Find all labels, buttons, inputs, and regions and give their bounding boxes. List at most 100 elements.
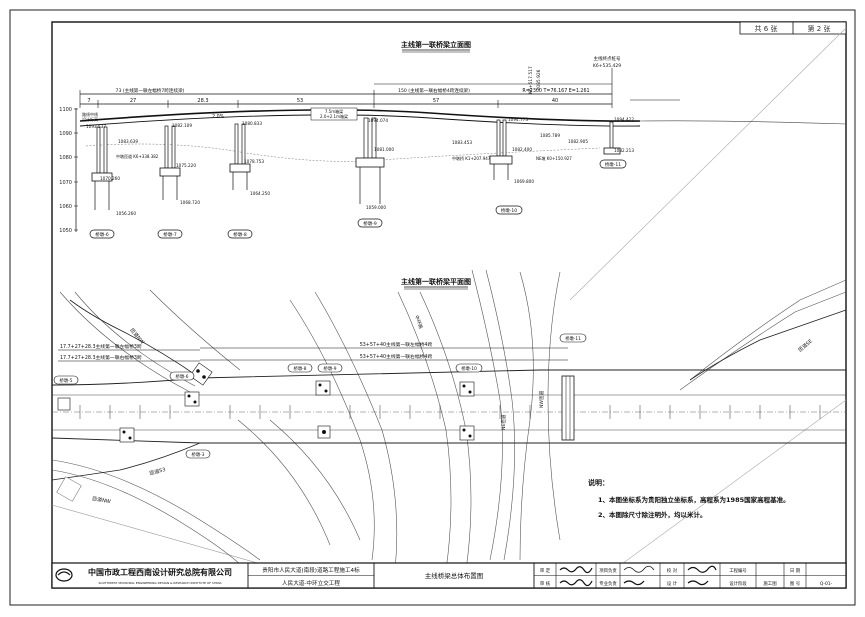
- company-name: 中国市政工程西南设计研究总院有限公司: [88, 567, 232, 577]
- level-label: 1082.109: [172, 123, 192, 128]
- span-value: 40: [552, 98, 558, 104]
- pier-footprint: [184, 391, 200, 407]
- pier-tag-label: 桥墩-8: [233, 231, 247, 238]
- elev-label: 1070: [59, 180, 72, 186]
- level-label: 1083.639: [118, 139, 138, 144]
- road-label: 匝道S3: [149, 466, 167, 477]
- box-label: 7.5m箱梁: [325, 108, 343, 114]
- pier-footprint: [56, 476, 82, 502]
- tb-label: 审 核: [540, 580, 551, 587]
- end-station-label: 主线终点桩号: [594, 55, 621, 62]
- level-label: 1068.720: [180, 200, 200, 205]
- tb-label: 日 期: [790, 568, 801, 574]
- level-label: 1082.400: [512, 147, 532, 152]
- station-top: K6+517.517: [528, 66, 534, 94]
- plan-pier-tag: 桥墩-10: [461, 365, 477, 372]
- plan-title: 主线第一联桥梁平面图: [401, 277, 471, 286]
- pier-footprint: [189, 362, 213, 386]
- pier-tag: [495, 205, 523, 215]
- span-value: 57: [433, 98, 439, 104]
- plan-pier-tag: 桥墩-11: [565, 335, 581, 342]
- span-group-left: 73 (主线第一联左幅桥7跨连续梁): [116, 87, 185, 94]
- level-label: 1064.250: [250, 191, 270, 196]
- box-label: 2.0+2.1m箱梁: [320, 113, 348, 119]
- tb-label: 图 号: [790, 581, 801, 587]
- pier-footprint: [119, 427, 135, 443]
- tb-label: 设 计: [667, 580, 678, 587]
- level-label: 1070.260: [100, 176, 120, 181]
- pier-tag-label: 桥墩-10: [501, 207, 517, 214]
- pier-footprint: [459, 425, 475, 441]
- drawing-title: 主线桥梁总体布置图: [425, 571, 484, 580]
- sheet-total: 共 6 张: [755, 24, 778, 33]
- span-value: 28.3: [197, 98, 208, 104]
- tb-label: 工程编号: [729, 567, 747, 574]
- elev-label: 1080: [59, 155, 72, 161]
- tb-label: 设计阶段: [729, 580, 747, 587]
- level-label: 1056.260: [116, 211, 136, 216]
- pier-tag: [599, 159, 627, 169]
- elevation-scale: 1100 1090 1080 1070 1060 1050: [59, 107, 78, 234]
- plan-pier-tag: 桥墩-8: [294, 365, 307, 372]
- elevation-pier-tags: 桥墩-6 桥墩-7 桥墩-8 桥墩-9 桥墩-10 桥墩-11: [89, 159, 627, 239]
- tb-label: 审 定: [540, 567, 551, 574]
- pier-footprint: [315, 380, 331, 396]
- level-label: 1082.213: [614, 148, 634, 153]
- notes-heading: 说明：: [588, 479, 609, 487]
- pier-tag: [227, 229, 253, 239]
- sheet-current: 第 2 张: [808, 24, 831, 33]
- elev-label: 1090: [59, 131, 72, 137]
- span-value: 27: [130, 98, 136, 104]
- box-girder-label: [310, 107, 358, 121]
- plan-piers: [56, 362, 575, 502]
- span-dimensions: 73 (主线第一联左幅桥7跨连续梁) 150 (主线第一联右幅桥4跨连续梁) 7…: [79, 55, 680, 108]
- plan-left-text: 17.7+27+28.3主线第一联左幅桥3跨: [60, 343, 142, 350]
- guide-line: [569, 27, 847, 301]
- note-item-2: 2、本图除尺寸除注明外，均以米计。: [598, 511, 707, 519]
- pier-note: 中墩桥 K1+207.947: [452, 155, 491, 161]
- tb-value: Q-01-: [820, 581, 833, 587]
- bridge-deck: 7.5m箱梁 2.0+2.1m箱梁 2.0% 路线中线 设计标高: [79, 107, 847, 162]
- elev-label: 1050: [59, 228, 72, 234]
- pier-tag: [357, 218, 383, 228]
- span-group-right: 150 (主线第一联右幅桥4跨连续梁): [398, 87, 470, 94]
- end-station: K6+535.429: [593, 63, 621, 69]
- pier-footprint: [561, 375, 575, 441]
- elev-label: 1060: [59, 204, 72, 210]
- road-labels: 匝道NW 匝道S3 匝道NW NE匝道 NW匝道 中环路 匝道SE: [92, 314, 814, 505]
- elevation-piers: [91, 117, 621, 210]
- pier-tag-label: 桥墩-6: [95, 231, 109, 238]
- left-note: 路线中线: [82, 111, 98, 117]
- pier-tag-label: 桥墩-7: [163, 231, 177, 238]
- tb-value: 施工图: [763, 580, 777, 587]
- plan-pier-tag: 桥墩-5: [60, 377, 73, 384]
- company-name-en: SOUTHWEST MUNICIPAL ENGINEERING DESIGN &…: [98, 581, 222, 585]
- plan-dimensions: 53+57+40主线第一联左幅桥4跨 53+57+40主线第一联右幅桥4跨 17…: [58, 341, 568, 362]
- elevation-title: 主线第一联桥梁立面图: [401, 40, 471, 49]
- plan-span-text: 53+57+40主线第一联右幅桥4跨: [360, 353, 433, 360]
- plan-span-text: 53+57+40主线第一联左幅桥4跨: [360, 341, 433, 348]
- outer-border: [9, 9, 856, 606]
- level-label: 1094.773: [508, 117, 528, 122]
- note-item-1: 1、本图坐标系为贵阳独立坐标系，高程系为1985国家高程基准。: [598, 496, 790, 504]
- title-block: [51, 562, 847, 589]
- pier-note: NE墩 K0+150.927: [536, 155, 572, 161]
- level-label: 1081.000: [374, 147, 394, 152]
- project-line-1: 贵阳市人民大道(南段)道路工程施工4标: [262, 566, 360, 574]
- level-label: 1094.074: [368, 118, 388, 123]
- elev-label: 1100: [59, 107, 72, 113]
- left-note: 设计标高: [82, 116, 98, 122]
- level-label: 1078.753: [244, 159, 264, 164]
- plan-left-text: 17.7+27+28.3主线第一联右幅桥3跨: [60, 354, 142, 361]
- company-logo: [55, 568, 73, 582]
- road-label: NW匝道: [538, 390, 545, 408]
- pier-tag-label: 桥墩-9: [363, 220, 377, 227]
- level-label: 1059.000: [366, 205, 386, 210]
- plan-pier-tag: 桥墩-3: [192, 451, 205, 458]
- span-value: 53: [297, 98, 303, 104]
- road-label: 中环路: [413, 314, 424, 330]
- project-line-2: 人民大道-中环立交工程: [282, 579, 340, 587]
- tb-label: 项目负责: [599, 567, 617, 574]
- main-road-edges: [51, 299, 847, 481]
